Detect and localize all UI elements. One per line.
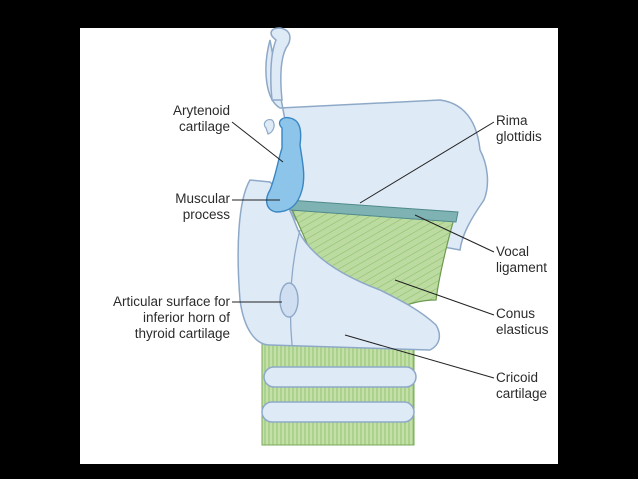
label-line: Arytenoid: [140, 103, 230, 119]
label-line: glottidis: [496, 129, 542, 145]
corniculate-nub: [264, 120, 274, 134]
label-vocal-ligament: Vocal ligament: [496, 244, 547, 276]
label-rima-glottidis: Rima glottidis: [496, 113, 542, 145]
label-line: Rima: [496, 113, 542, 129]
label-muscular-process: Muscular process: [140, 191, 230, 223]
label-line: elasticus: [496, 322, 549, 338]
label-articular-surface: Articular surface for inferior horn of t…: [80, 294, 230, 342]
label-cricoid-cartilage: Cricoid cartilage: [496, 370, 547, 402]
label-line: ligament: [496, 260, 547, 276]
thyroid-superior-horn: [271, 28, 290, 100]
tracheal-ring-2: [262, 402, 414, 422]
label-line: Articular surface for: [80, 294, 230, 310]
label-line: process: [140, 207, 230, 223]
label-line: Vocal: [496, 244, 547, 260]
label-line: Cricoid: [496, 370, 547, 386]
leader-arytenoid: [232, 122, 283, 162]
label-line: Muscular: [140, 191, 230, 207]
articular-facet: [280, 283, 298, 317]
trachea-membrane: [262, 335, 414, 445]
tracheal-ring-1: [264, 367, 416, 387]
label-line: cartilage: [140, 119, 230, 135]
label-conus-elasticus: Conus elasticus: [496, 306, 549, 338]
label-line: cartilage: [496, 386, 547, 402]
label-line: thyroid cartilage: [80, 326, 230, 342]
label-line: Conus: [496, 306, 549, 322]
label-line: inferior horn of: [80, 310, 230, 326]
label-arytenoid-cartilage: Arytenoid cartilage: [140, 103, 230, 135]
